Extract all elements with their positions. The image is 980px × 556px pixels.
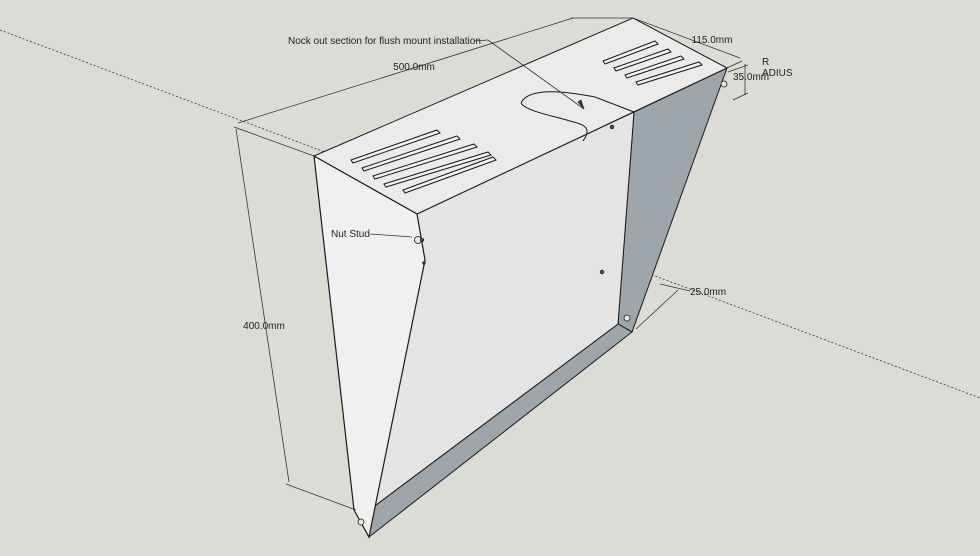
vent-slot [624,55,685,79]
vent-slot [635,61,703,86]
knockout-leader [473,39,585,110]
stud-hole [419,237,424,242]
knockout-annotation: Nock out section for flush mount install… [288,36,481,47]
dimension-depth-label: 115.0mm [692,35,733,46]
vent-slot [613,48,672,72]
dimension-width [233,17,633,157]
stud-hole [599,269,605,275]
dimension-flange [635,283,691,330]
dimension-height [235,128,357,511]
corner-hole [623,314,631,322]
dimension-width-label: 500.0mm [393,62,435,73]
knockout-section [520,91,635,142]
vent-slots-left [350,129,497,194]
nut-stud-leader [369,233,413,238]
corner-hole [720,80,728,88]
vent-slot [372,143,478,180]
stud-hole [609,124,615,130]
dimension-height-label: 400.0mm [243,321,285,332]
vent-slot [602,40,659,65]
vent-slot [350,129,441,164]
left-end-panel [313,154,426,539]
mounting-holes [357,80,728,526]
dimension-flange-label: 25.0mm [690,287,726,298]
stud-hole [422,261,426,265]
vent-slots-right [602,40,703,86]
nut-stud-annotation: Nut Stud [331,229,370,240]
axis-guide-line [0,29,980,399]
vent-slot [383,151,492,188]
radius-value-label: 35.0mm [733,72,769,83]
corner-hole [357,518,365,526]
radius-label-line1: R [762,57,769,68]
vent-slot [402,156,497,194]
radius-label-line2: ADIUS [762,68,793,79]
dimension-radius [727,64,749,101]
vent-slot [361,135,461,172]
dimension-depth [632,17,743,69]
